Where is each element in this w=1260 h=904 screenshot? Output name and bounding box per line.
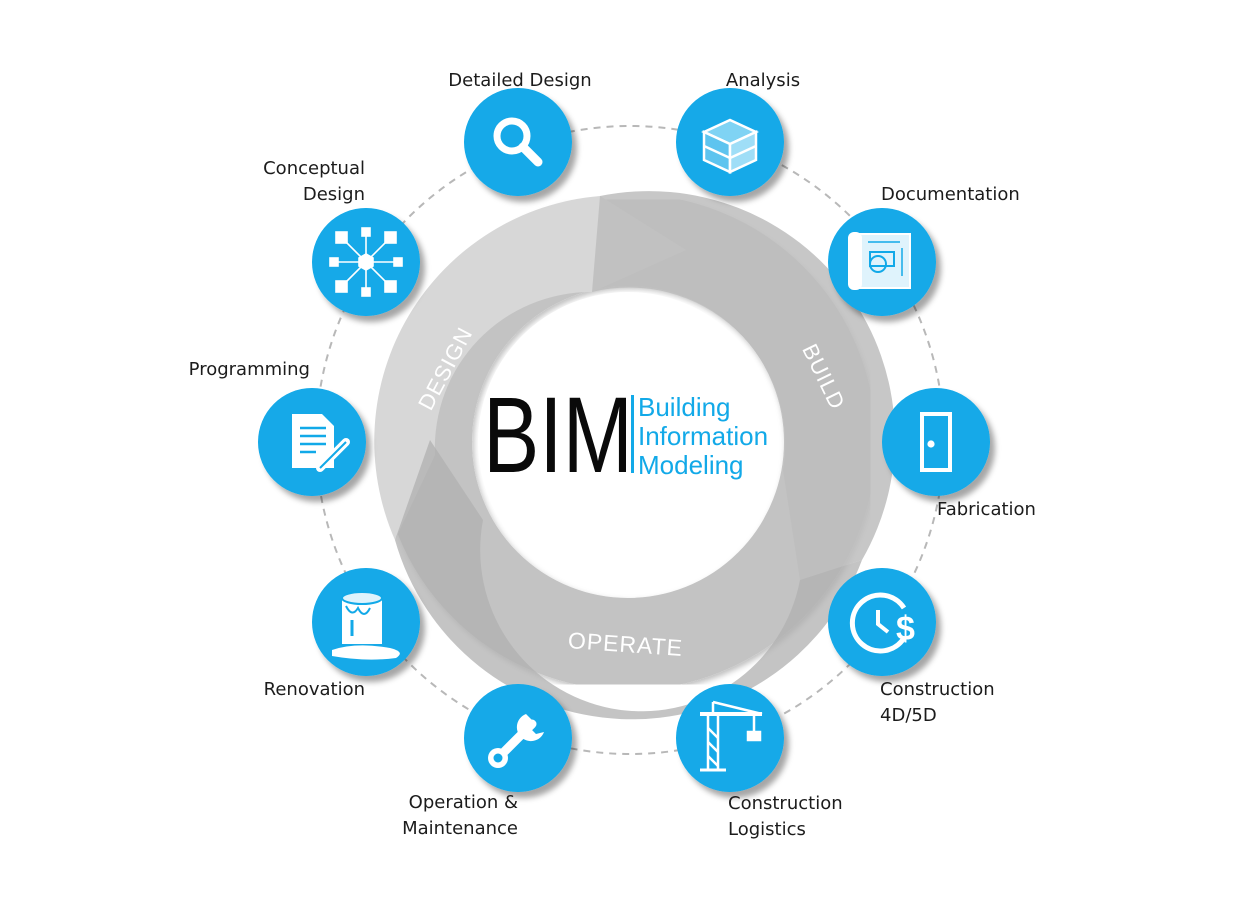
stage-operation-maintenance[interactable] xyxy=(464,684,572,792)
stage-conceptual-design[interactable] xyxy=(312,208,420,316)
stage-renovation[interactable] xyxy=(312,568,420,676)
center-information: Information xyxy=(638,421,768,451)
stage-documentation[interactable] xyxy=(828,208,936,316)
label-renovation: Renovation xyxy=(263,679,365,700)
crane-icon xyxy=(700,700,763,772)
stage-fabrication[interactable] xyxy=(882,388,990,496)
paint-bucket-icon xyxy=(332,591,400,660)
cube-icon xyxy=(701,118,759,174)
center-divider xyxy=(631,395,634,473)
label-conceptual-design: Conceptual Design xyxy=(263,158,365,205)
center-building: Building xyxy=(638,392,731,422)
wrench-icon xyxy=(488,714,544,768)
label-operation-maintenance: Operation & Maintenance xyxy=(402,792,518,839)
label-construction-logistics: Construction Logistics xyxy=(728,793,843,840)
stage-programming[interactable] xyxy=(258,388,366,496)
label-construction-4d5d: Construction 4D/5D xyxy=(880,679,995,726)
build-arrow xyxy=(592,191,895,581)
blueprint-icon xyxy=(848,232,911,290)
bim-acronym: BIM xyxy=(483,374,633,496)
document-pen-icon xyxy=(292,414,350,472)
magnifier-icon xyxy=(493,117,543,167)
door-icon xyxy=(920,412,952,472)
stage-detailed-design[interactable] xyxy=(464,88,572,196)
network-icon xyxy=(329,227,403,297)
operate-arrow xyxy=(395,440,862,720)
center-disc xyxy=(478,292,778,592)
svg-text:$: $ xyxy=(896,610,915,648)
label-documentation: Documentation xyxy=(881,184,1020,205)
label-fabrication: Fabrication xyxy=(937,499,1036,520)
center-modeling: Modeling xyxy=(638,450,744,480)
clock-dollar-icon: $ xyxy=(849,592,915,654)
stage-construction-4d5d[interactable]: $ xyxy=(828,568,936,676)
stage-analysis[interactable] xyxy=(676,88,784,196)
label-analysis: Analysis xyxy=(725,70,801,91)
label-programming: Programming xyxy=(188,359,310,380)
stage-construction-logistics[interactable] xyxy=(676,684,784,792)
label-detailed-design: Detailed Design xyxy=(448,70,592,91)
